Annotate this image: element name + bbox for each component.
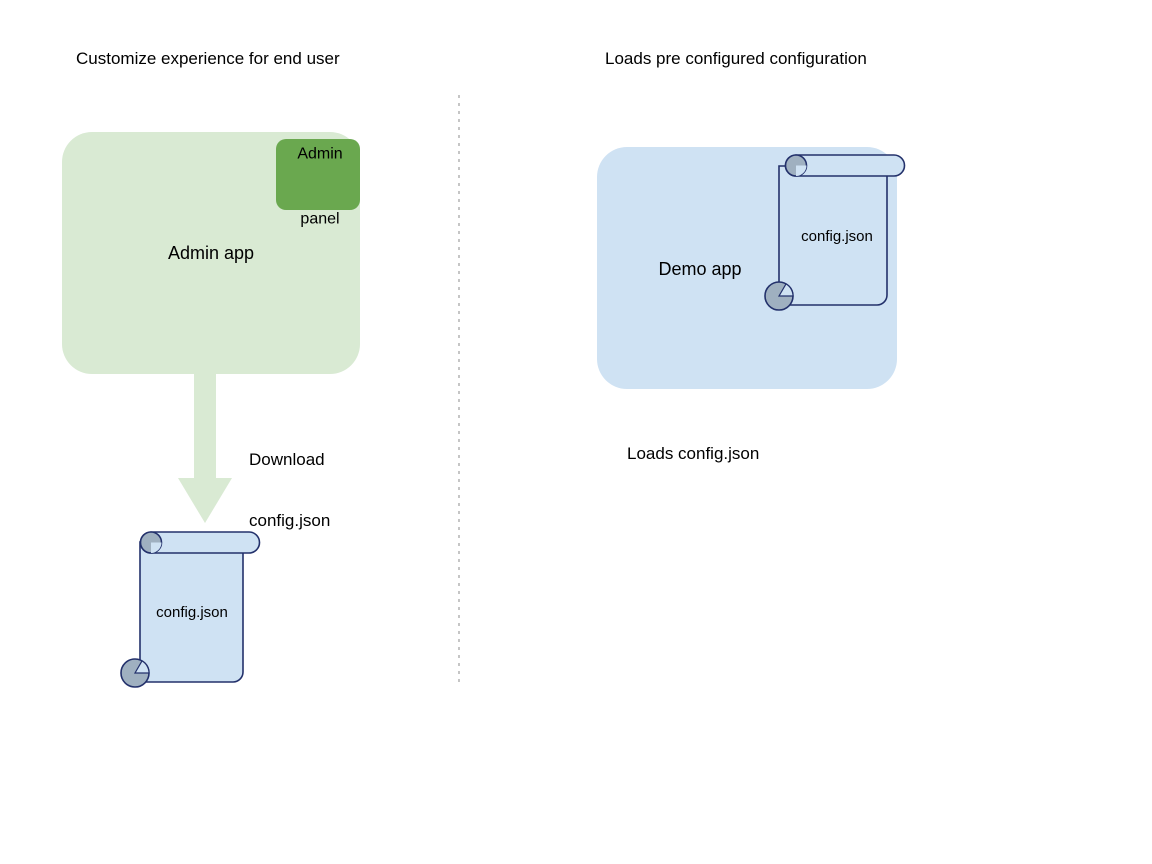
admin-app-label: Admin app [167, 243, 255, 264]
right-document-label: config.json [801, 228, 873, 245]
left-document-body[interactable] [139, 541, 244, 683]
download-arrow [178, 372, 232, 523]
admin-panel-badge-line2: panel [300, 210, 340, 228]
loads-config-caption: Loads config.json [627, 444, 760, 463]
download-arrow-label-line1: Download [249, 449, 325, 469]
right-document-top-curl-notch [796, 165, 807, 176]
right-document-bottom-curl-notch [777, 283, 794, 297]
download-arrow-label: Download config.json [249, 409, 330, 552]
admin-panel-badge-line1: Admin [297, 145, 343, 163]
download-arrow-label-line2: config.json [249, 510, 331, 530]
right-panel-heading: Loads pre configured configuration [605, 49, 867, 68]
admin-panel-badge-label: Admin panel [297, 100, 342, 251]
left-document-top-curl-notch [151, 542, 162, 553]
right-document-body[interactable] [778, 165, 888, 306]
demo-app-label: Demo app [658, 259, 742, 280]
left-document-label: config.json [156, 604, 228, 621]
left-document-bottom-curl-notch [133, 660, 150, 674]
left-panel-heading: Customize experience for end user [76, 49, 340, 68]
admin-panel-badge[interactable] [276, 139, 360, 210]
